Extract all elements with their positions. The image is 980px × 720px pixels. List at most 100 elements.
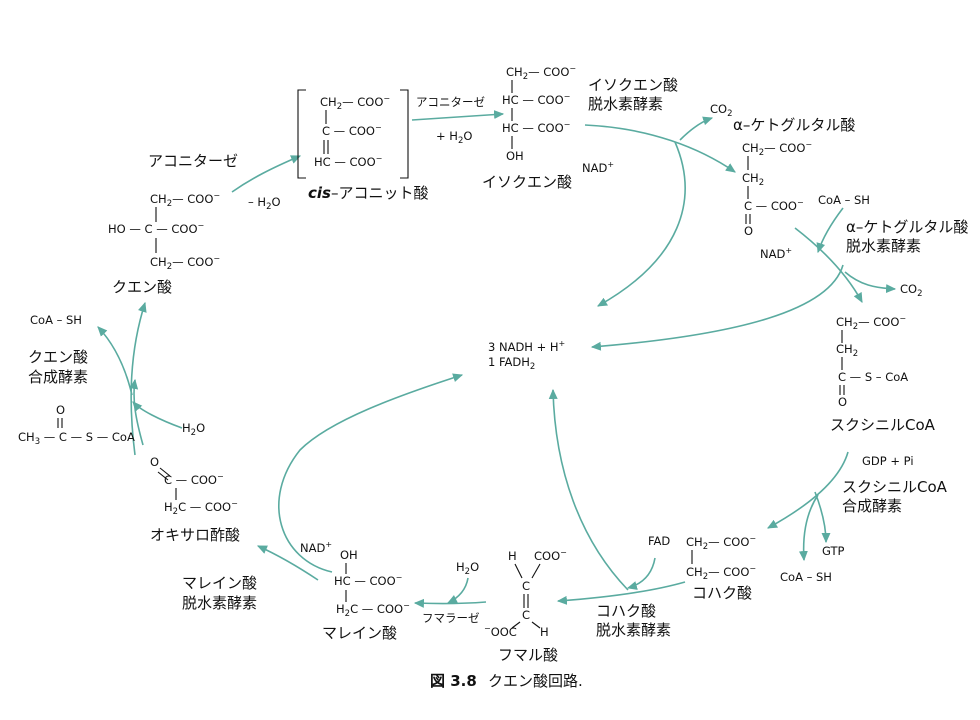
center-fadh2-sub: 2 bbox=[530, 362, 535, 372]
gdp-pi-label: GDP + Pi bbox=[862, 454, 914, 468]
succinylcoa-o: O bbox=[838, 395, 847, 409]
svg-text:CH2— COO−: CH2— COO− bbox=[150, 254, 220, 272]
arrow-co2-release-1 bbox=[679, 116, 714, 141]
succinyl-synth-label-1: スクシニルCoA bbox=[842, 478, 948, 496]
oxalo-o: O bbox=[150, 455, 159, 469]
coa-sh-akg: CoA – SH bbox=[818, 193, 870, 207]
svg-text:CH2— COO−: CH2— COO− bbox=[686, 564, 756, 582]
akg-dh-label-2: 脱水素酵素 bbox=[846, 237, 921, 255]
svg-text:3 NADH + H+: 3 NADH + H+ bbox=[488, 339, 565, 354]
arrow-citrate-to-aconitate bbox=[231, 155, 302, 193]
svg-text:HC — COO−: HC — COO− bbox=[502, 92, 570, 107]
nad-akg: NAD+ bbox=[760, 246, 792, 261]
succinyl-synth-label-2: 合成酵素 bbox=[842, 497, 902, 515]
fad-label: FAD bbox=[648, 534, 670, 548]
succinate-dh-label-1: コハク酸 bbox=[596, 602, 656, 620]
succinylcoa-structure: CH2— COO− CH2 C — S – CoA O bbox=[836, 314, 908, 409]
co2-label-2: CO2 bbox=[900, 282, 923, 299]
aconitase-left-label: アコニターゼ bbox=[148, 152, 238, 170]
isocitrate-structure: CH2— COO− HC — COO− HC — COO− OH イソクエン酸 bbox=[482, 64, 576, 191]
arrow-gtp-out bbox=[798, 494, 819, 562]
co2-label-1: CO2 bbox=[710, 102, 733, 119]
fumarate-c-bottom: C bbox=[522, 608, 530, 622]
arrow-fumarate-to-malate bbox=[413, 598, 487, 608]
svg-text:CH2— COO−: CH2— COO− bbox=[836, 314, 906, 332]
isocitrate-oh: OH bbox=[506, 149, 524, 163]
oxalo-c: C bbox=[164, 473, 172, 487]
center-products: 3 NADH + H+ 1 FADH2 bbox=[488, 339, 565, 372]
isocitrate-dh-label-2: 脱水素酵素 bbox=[588, 95, 663, 113]
succinate-label: コハク酸 bbox=[692, 584, 752, 602]
svg-text:−OOC: −OOC bbox=[484, 624, 517, 639]
arrow-h2o-in-fumarase bbox=[446, 577, 469, 604]
svg-text:C — S – CoA: C — S – CoA bbox=[838, 370, 908, 384]
plus-h2o-label: + H2O bbox=[436, 129, 472, 146]
acetyl-o: O bbox=[56, 403, 65, 417]
fumarate-h-top: H bbox=[508, 549, 517, 563]
svg-text:HC — COO−: HC — COO− bbox=[334, 573, 402, 588]
aconitase-top-label: アコニターゼ bbox=[416, 95, 485, 109]
acetylcoa-structure: O CH3 — C — S — CoA bbox=[18, 403, 135, 447]
akg-o: O bbox=[744, 224, 753, 238]
succinylcoa-label: スクシニルCoA bbox=[830, 416, 936, 434]
cis-prefix: cis bbox=[308, 184, 331, 202]
arrow-isocitrate-to-akg bbox=[584, 124, 736, 173]
svg-text:CH2: CH2 bbox=[742, 171, 764, 188]
h2o-citrate: H2O bbox=[182, 421, 205, 438]
citrate-structure: CH2— COO− HO — C — COO− CH2— COO− クエン酸 bbox=[108, 191, 220, 296]
arrow-malate-nadh bbox=[278, 373, 464, 573]
malate-label: マレイン酸 bbox=[322, 624, 397, 642]
succinylcoa-ch2-1: CH bbox=[836, 315, 853, 329]
nad-malate: NAD+ bbox=[300, 540, 332, 555]
fumarate-label: フマル酸 bbox=[498, 646, 558, 664]
arrow-co2-release-2 bbox=[844, 271, 897, 294]
arrow-acetylcoa-in bbox=[129, 378, 144, 446]
cis-aconitate-name: –アコニット酸 bbox=[331, 184, 429, 202]
svg-text:HC — COO−: HC — COO− bbox=[314, 154, 382, 169]
center-fadh2-label: 1 FADH bbox=[488, 355, 530, 369]
malate-dh-label-1: マレイン酸 bbox=[182, 574, 257, 592]
center-nadh-label: 3 NADH + H bbox=[488, 340, 559, 354]
gtp-label: GTP bbox=[822, 544, 845, 558]
svg-text:CH2— COO−: CH2— COO− bbox=[742, 140, 812, 158]
citrate-ho: HO bbox=[108, 222, 126, 236]
arrow-oxaloacetate-to-citrate bbox=[130, 301, 147, 456]
arrow-fad-in bbox=[626, 557, 656, 590]
akg-dh-label-1: α–ケトグルタル酸 bbox=[846, 218, 968, 236]
svg-text:HO — C — COO−: HO — C — COO− bbox=[108, 221, 204, 236]
succinate-structure: CH2— COO− CH2— COO− bbox=[686, 534, 756, 582]
fumarate-h-bottom: H bbox=[540, 625, 549, 639]
succinylcoa-ch2-2: CH bbox=[836, 342, 853, 356]
h2o-fumarase: H2O bbox=[456, 560, 479, 577]
figure-caption: 図 3.8 クエン酸回路. bbox=[430, 672, 583, 690]
fumarate-structure: H COO− C C −OOC H bbox=[484, 548, 567, 639]
fumarase-label: フマラーゼ bbox=[422, 611, 480, 625]
svg-text:CH2: CH2 bbox=[836, 342, 858, 359]
fumarate-coo-top: COO bbox=[534, 549, 560, 563]
arrow-coa-in-akg bbox=[816, 207, 844, 254]
citrate-label: クエン酸 bbox=[112, 278, 172, 296]
oxaloacetate-structure: O C — COO− H2C — COO− bbox=[150, 455, 238, 517]
succinate-dh-label-2: 脱水素酵素 bbox=[596, 621, 671, 639]
svg-text:CH2— COO−: CH2— COO− bbox=[150, 191, 220, 209]
citrate-ch2-bottom: CH bbox=[150, 255, 167, 269]
malate-dh-label-2: 脱水素酵素 bbox=[182, 594, 257, 612]
nad-isocitrate: NAD+ bbox=[582, 160, 614, 175]
svg-text:C — COO−: C — COO− bbox=[164, 472, 224, 487]
caption-text: クエン酸回路. bbox=[488, 672, 583, 690]
cis-aconitate-label: cis–アコニット酸 bbox=[308, 184, 428, 202]
arrow-fadh2 bbox=[548, 388, 629, 591]
minus-h2o-label: – H2O bbox=[248, 195, 281, 212]
svg-text:CH3 — C — S — CoA: CH3 — C — S — CoA bbox=[18, 430, 135, 447]
citrate-synth-label-1: クエン酸 bbox=[28, 348, 88, 366]
cycle-arrows bbox=[97, 110, 897, 608]
svg-text:C — COO−: C — COO− bbox=[744, 198, 804, 213]
aconitate-c: C bbox=[322, 124, 330, 138]
arrow-malate-to-oxaloacetate bbox=[256, 545, 319, 581]
fumarate-ooc: OOC bbox=[491, 625, 517, 639]
arrow-coa-out bbox=[814, 491, 831, 544]
akg-ch2-2: CH bbox=[742, 171, 759, 185]
svg-text:CH2— COO−: CH2— COO− bbox=[506, 64, 576, 82]
caption-label: 図 3.8 bbox=[430, 672, 477, 690]
